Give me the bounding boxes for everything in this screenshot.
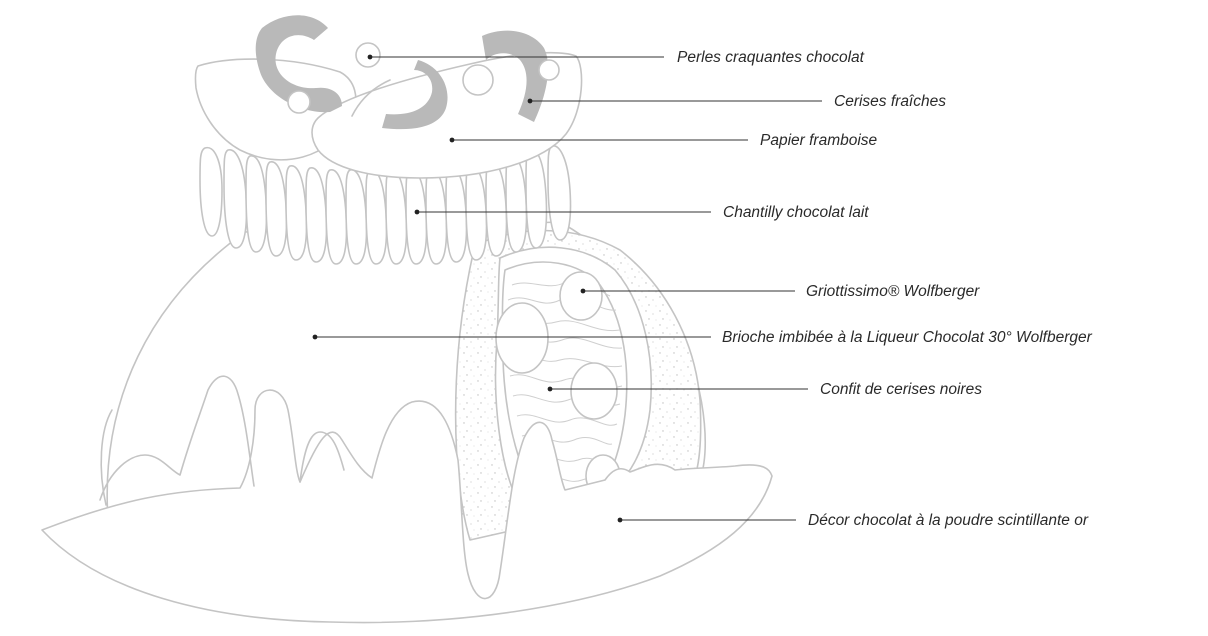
griotte-cherry-1 (496, 303, 548, 373)
label-confit: Confit de cerises noires (820, 381, 982, 398)
label-cerises: Cerises fraîches (834, 93, 946, 110)
label-papier: Papier framboise (760, 132, 878, 149)
label-brioche: Brioche imbibée à la Liqueur Chocolat 30… (722, 329, 1093, 346)
label-griottissimo: Griottissimo® Wolfberger (806, 283, 980, 300)
chocolate-pearl-4 (539, 60, 559, 80)
label-perles: Perles craquantes chocolat (677, 49, 865, 66)
label-chantilly: Chantilly chocolat lait (723, 204, 869, 221)
griotte-cherry-3 (571, 363, 617, 419)
chocolate-pearl-1 (356, 43, 380, 67)
griotte-cherry-2 (560, 272, 602, 320)
label-decor: Décor chocolat à la poudre scintillante … (808, 512, 1089, 529)
chocolate-pearl-2 (288, 91, 310, 113)
chocolate-pearl-3 (463, 65, 493, 95)
